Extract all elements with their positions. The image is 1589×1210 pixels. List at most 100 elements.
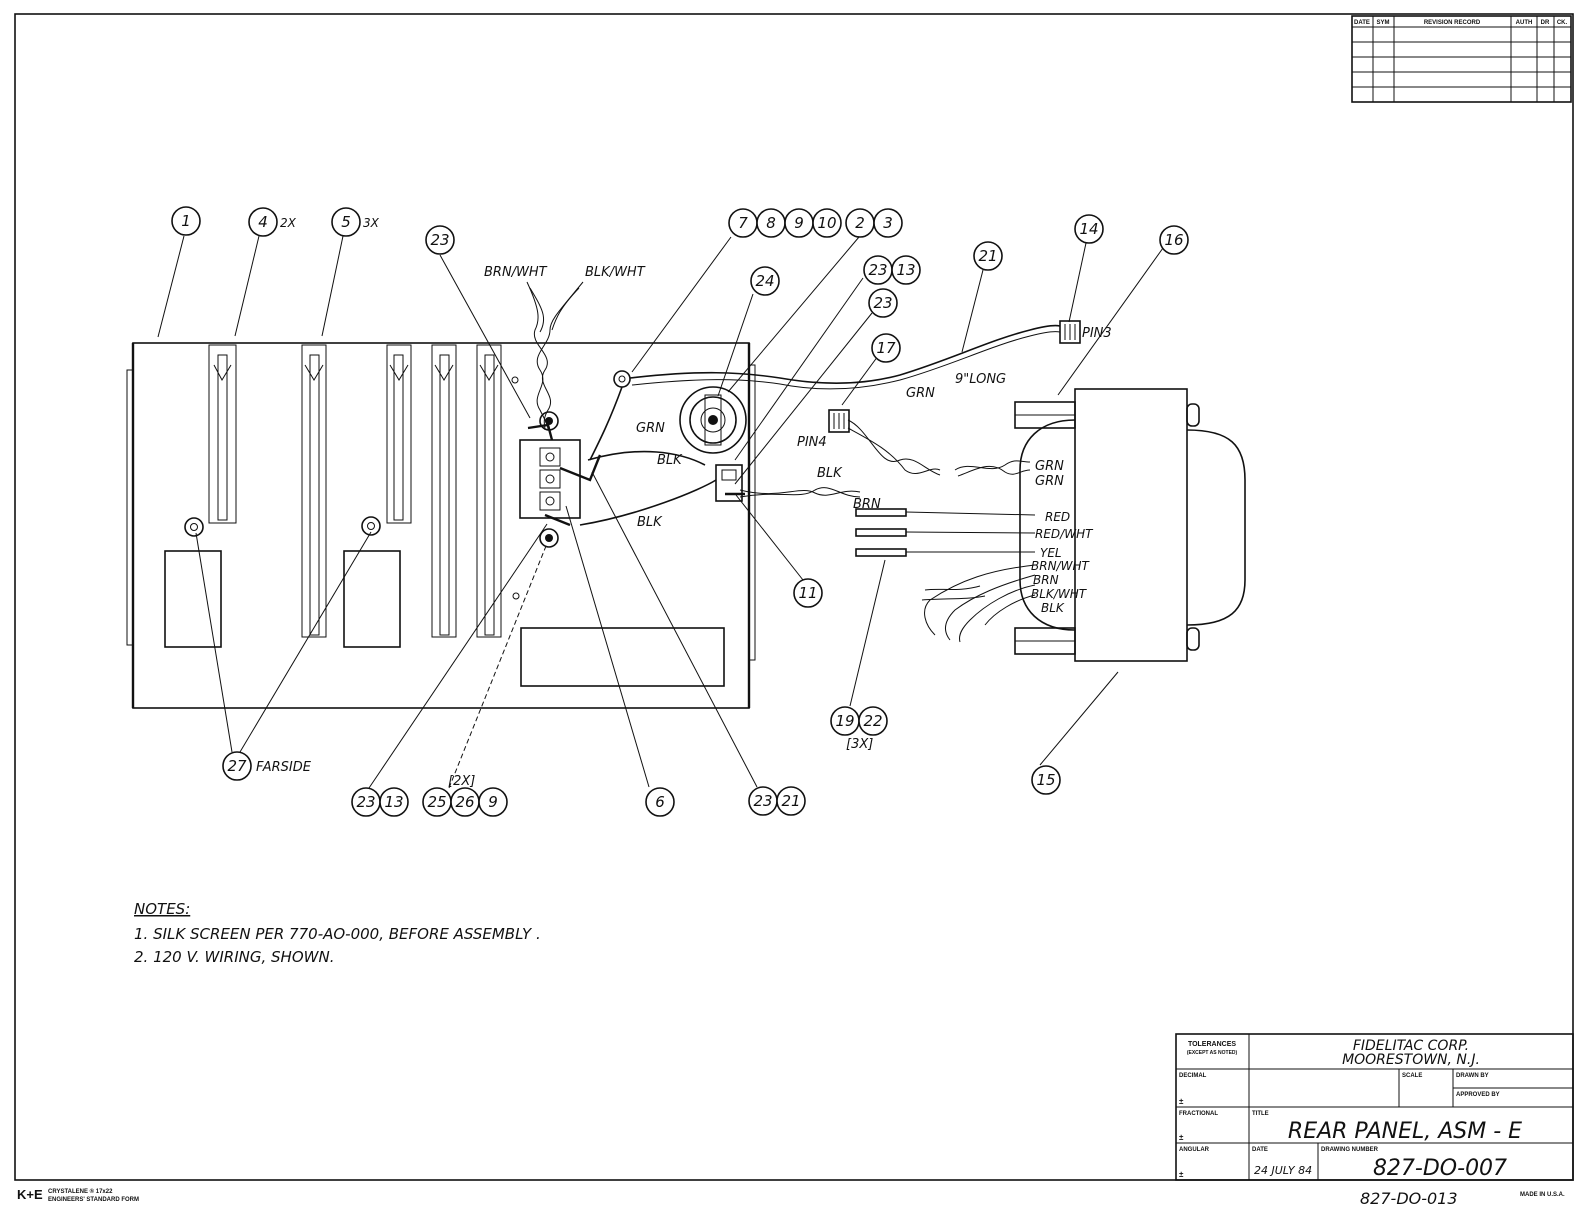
svg-text:2: 2 [855, 214, 865, 232]
label-brn: BRN [853, 497, 881, 512]
panel-cutout [343, 550, 401, 648]
tb-drawn-by: DRAWN BY [1456, 1073, 1489, 1079]
svg-text:15: 15 [1036, 771, 1055, 789]
sheet-border [14, 13, 1574, 1181]
label-farside: FARSIDE [256, 760, 312, 775]
panel-cutout [164, 550, 222, 648]
rear-panel [126, 342, 756, 709]
twisted-pair-wires [526, 281, 584, 431]
label-pin4: PIN4 [797, 435, 827, 450]
label-grn-transformer: GRN [1035, 474, 1064, 489]
card-guide [386, 344, 412, 524]
label-qty-3x: 3X [363, 216, 380, 230]
label-qty-2x: [2X] [448, 774, 475, 789]
balloon-6: 6 [645, 787, 675, 817]
mount-hole-icon [512, 592, 520, 600]
leader-lines [157, 235, 1164, 789]
footer: K+E CRYSTALENE ® 17x22 ENGINEERS' STANDA… [17, 1187, 1565, 1208]
tb-pm: ± [1179, 1170, 1184, 1179]
svg-text:4: 4 [258, 213, 268, 231]
balloon-14: 14 [1074, 214, 1104, 244]
callout-labels: 2X 3X BRN/WHT BLK/WHT PIN3 9"LONG GRN GR… [256, 216, 1112, 789]
balloon-9: 9 [784, 208, 814, 238]
label-red-wht: RED/WHT [1035, 527, 1094, 541]
svg-text:13: 13 [384, 793, 403, 811]
card-guide [301, 344, 327, 638]
tb-date: 24 JULY 84 [1254, 1164, 1312, 1177]
svg-text:23: 23 [356, 793, 375, 811]
tb-title-label: TITLE [1252, 1111, 1269, 1117]
balloon-4: 4 [248, 207, 278, 237]
svg-text:24: 24 [755, 272, 774, 290]
label-blk-wht: BLK/WHT [585, 265, 646, 280]
switch-terminal [715, 464, 745, 502]
notes: NOTES: 1. SILK SCREEN PER 770-AO-000, BE… [134, 900, 541, 966]
balloon-8: 8 [756, 208, 786, 238]
rev-header-auth: AUTH [1516, 20, 1533, 26]
balloon-23: 23 [351, 787, 381, 817]
notes-heading: NOTES: [134, 900, 190, 918]
balloon-17: 17 [871, 333, 901, 363]
svg-text:23: 23 [868, 261, 887, 279]
balloon-7: 7 [728, 208, 758, 238]
tb-angular: ANGULAR [1179, 1147, 1210, 1153]
card-guide [476, 344, 502, 638]
note-item: 1. SILK SCREEN PER 770-AO-000, BEFORE AS… [134, 925, 541, 943]
standoff-icon [184, 517, 204, 537]
balloon-25: 25 [422, 787, 452, 817]
tb-drawing-number-label: DRAWING NUMBER [1321, 1147, 1379, 1153]
label-yel: YEL [1040, 546, 1062, 560]
svg-text:7: 7 [738, 214, 748, 232]
balloon-23: 23 [748, 786, 778, 816]
rev-header-record: REVISION RECORD [1424, 20, 1481, 26]
label-pin3: PIN3 [1082, 326, 1112, 341]
balloon-27: 27 [222, 751, 252, 781]
balloon-26: 26 [450, 787, 480, 817]
rev-header-ck: CK. [1557, 20, 1568, 26]
balloon-2: 2 [845, 208, 875, 238]
svg-text:27: 27 [227, 757, 247, 775]
svg-text:14: 14 [1079, 220, 1098, 238]
transformer [855, 388, 1246, 662]
label-grn-wire: GRN [906, 386, 935, 401]
balloon-15: 15 [1031, 765, 1061, 795]
footer-line2: ENGINEERS' STANDARD FORM [48, 1197, 139, 1203]
balloon-9: 9 [478, 787, 508, 817]
footer-made-in: MADE IN U.S.A. [1520, 1192, 1565, 1198]
card-guide [208, 344, 237, 524]
label-blk: BLK [637, 515, 663, 530]
panel-cutout [520, 627, 725, 687]
svg-text:1: 1 [181, 212, 191, 230]
label-red: RED [1045, 510, 1070, 524]
svg-text:9: 9 [488, 793, 498, 811]
label-qty-2x: 2X [280, 216, 297, 230]
label-blk: BLK [657, 453, 683, 468]
balloon-23: 23 [868, 288, 898, 318]
tb-fractional: FRACTIONAL [1179, 1111, 1218, 1117]
standoff-icon [361, 516, 381, 536]
label-brn-wht: BRN/WHT [1031, 559, 1090, 573]
note-item: 2. 120 V. WIRING, SHOWN. [134, 948, 334, 966]
power-connector [519, 411, 602, 548]
revision-block: DATE SYM REVISION RECORD AUTH DR CK. [1351, 15, 1572, 103]
tb-scale: SCALE [1402, 1073, 1422, 1079]
wires-main [579, 324, 1061, 526]
balloon-23: 23 [425, 225, 455, 255]
balloon-13: 13 [891, 255, 921, 285]
label-brn: BRN [1033, 573, 1059, 587]
svg-text:17: 17 [876, 339, 896, 357]
svg-text:16: 16 [1164, 231, 1183, 249]
tb-approved-by: APPROVED BY [1456, 1092, 1500, 1098]
tb-company-line1: FIDELITAC CORP. [1353, 1038, 1469, 1054]
svg-text:10: 10 [817, 214, 836, 232]
svg-text:8: 8 [766, 214, 776, 232]
svg-text:21: 21 [978, 247, 997, 265]
tb-company-line2: MOORESTOWN, N.J. [1342, 1052, 1480, 1068]
fuse-holder [679, 386, 747, 454]
svg-text:11: 11 [798, 584, 817, 602]
balloon-10: 10 [812, 208, 842, 238]
svg-text:19: 19 [835, 712, 854, 730]
svg-text:13: 13 [896, 261, 915, 279]
label-blk-wht: BLK/WHT [1031, 587, 1088, 601]
